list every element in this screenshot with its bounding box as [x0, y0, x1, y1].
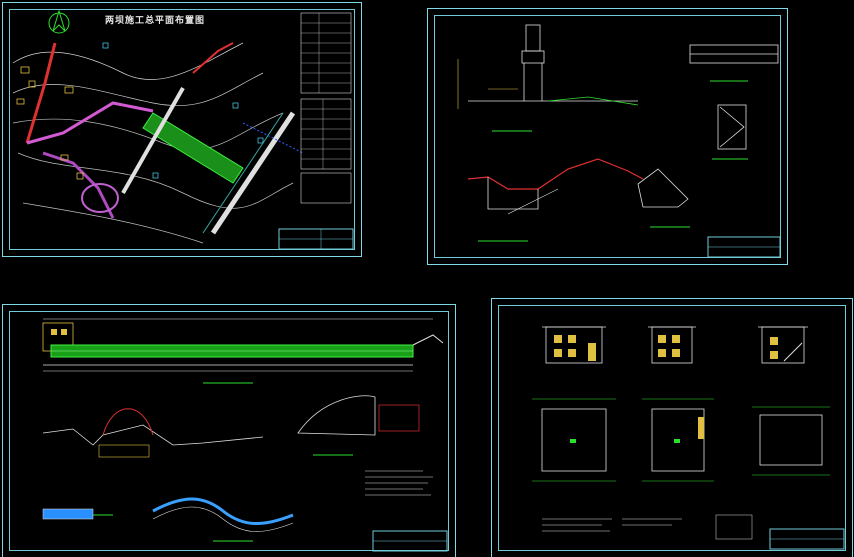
sheet-long-profile	[2, 304, 456, 557]
sheet-long-profile-border	[9, 311, 449, 551]
sheet-house	[491, 298, 853, 557]
site-plan-drawing	[12, 9, 354, 250]
sheet-house-border	[498, 305, 846, 551]
sheet-site-plan: 两坝施工总平面布置图	[2, 2, 362, 257]
sheet-sections-border	[434, 15, 781, 258]
sections-drawing	[457, 24, 781, 258]
house-drawing	[532, 326, 845, 550]
long-profile-drawing	[42, 318, 448, 552]
site-plan-title: 两坝施工总平面布置图	[105, 16, 206, 26]
sheet-site-plan-border	[9, 9, 355, 250]
sheet-sections	[427, 8, 788, 265]
